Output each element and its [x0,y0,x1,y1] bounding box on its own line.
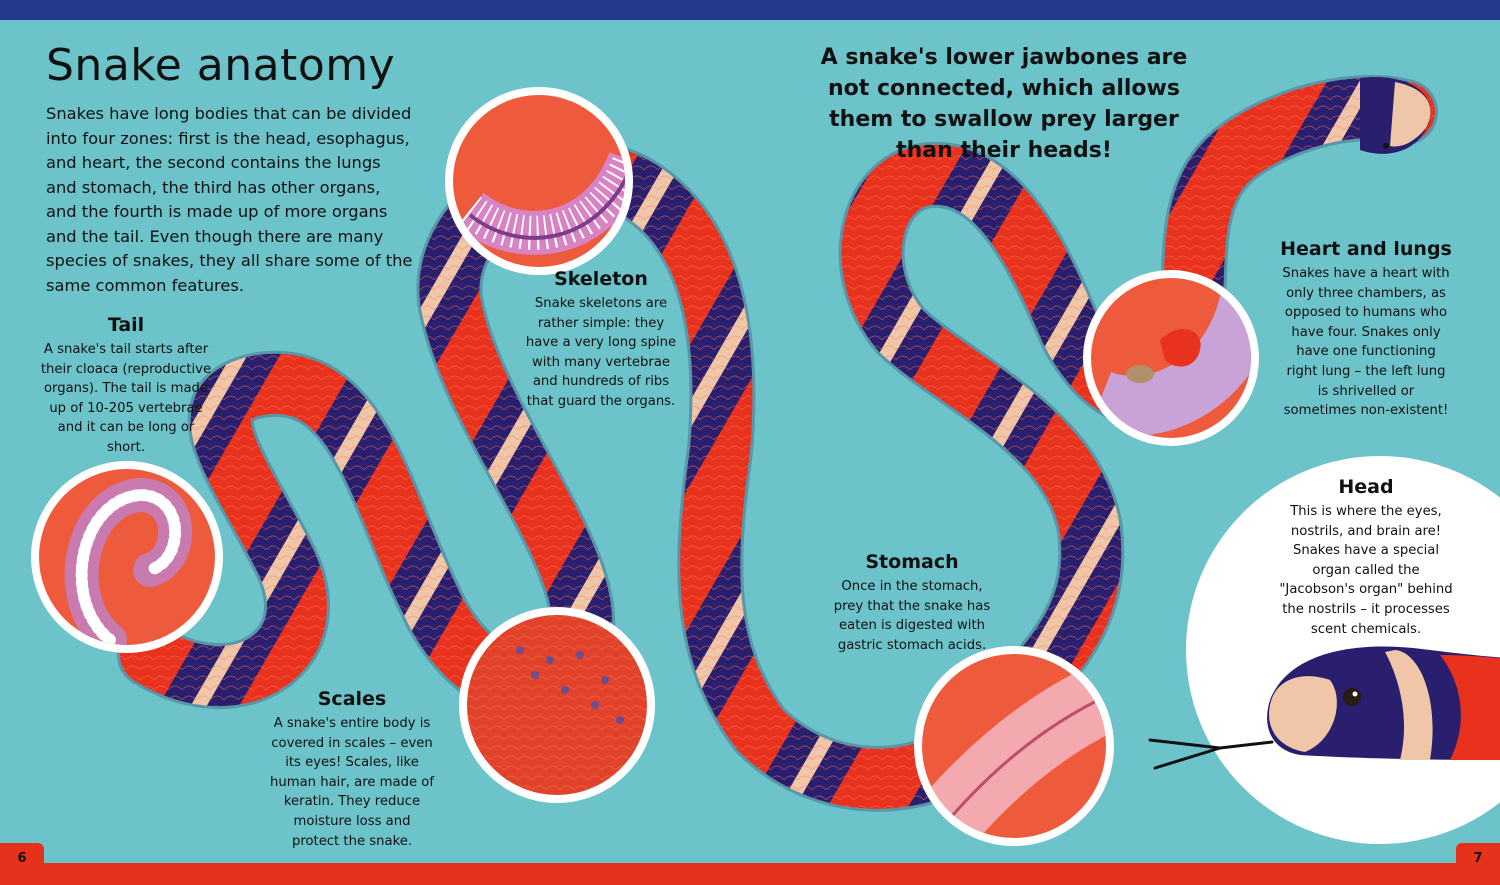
head-body: This is where the eyes, nostrils, and br… [1279,504,1453,637]
bottom-border [0,863,1500,885]
tail-heading: Tail [107,314,145,336]
tail-body: A snake's tail starts after their cloaca… [40,342,212,455]
tail-vertebrae-illustration [31,461,223,653]
skeleton-section: Skeleton Snake skeletons are rather simp… [522,268,680,412]
tail-section: Tail A snake's tail starts after their c… [40,314,212,458]
page-title: Snake anatomy [46,40,396,91]
top-border [0,0,1500,20]
snake-body [117,74,1438,812]
stomach-illustration [914,646,1114,846]
scales-body: A snake's entire body is covered in scal… [270,716,434,849]
stomach-section: Stomach Once in the stomach, prey that t… [832,551,992,655]
head-section: Head This is where the eyes, nostrils, a… [1278,476,1454,639]
page-number-left: 6 [0,843,44,873]
skeleton-heading: Skeleton [554,268,648,290]
heart-lungs-illustration [1083,270,1259,446]
scales-heading: Scales [317,688,387,710]
heart-lungs-section: Heart and lungs Snakes have a heart with… [1280,238,1452,421]
stomach-heading: Stomach [865,551,959,573]
stomach-body: Once in the stomach, prey that the snake… [833,579,991,653]
skeleton-body: Snake skeletons are rather simple: they … [525,296,677,409]
heart-lungs-heading: Heart and lungs [1280,238,1452,260]
ribs-illustration [445,87,633,275]
scales-section: Scales A snake's entire body is covered … [270,688,434,851]
intro-paragraph: Snakes have long bodies that can be divi… [46,104,413,295]
snake-head-illustration [1148,456,1500,844]
scales-closeup-illustration [459,607,655,803]
heart-lungs-body: Snakes have a heart with only three cham… [1282,266,1450,419]
page-number-right: 7 [1456,843,1500,873]
jawbone-callout: A snake's lower jawbones are not connect… [820,45,1188,163]
head-heading: Head [1338,476,1394,498]
